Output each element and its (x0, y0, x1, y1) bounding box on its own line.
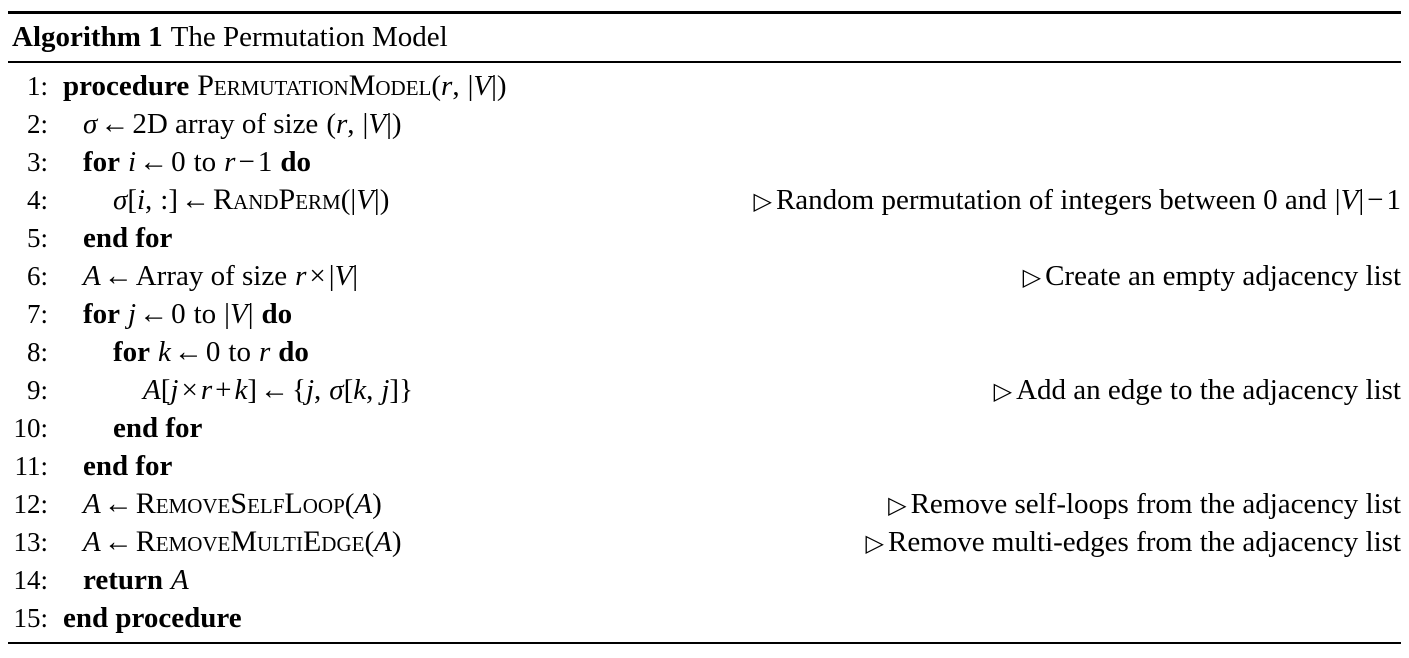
line-code: A←RemoveSelfLoop(A) (83, 487, 382, 520)
line-number: 1: (26, 71, 48, 101)
algorithm-label: Algorithm 1 (12, 21, 163, 53)
line-code: end for (83, 222, 173, 254)
line-comment: ▷Random permutation of integers between … (753, 184, 1401, 216)
algorithm-line: 2: σ←2D array of size(r,|V|) (8, 105, 1401, 143)
bottom-rule (8, 642, 1401, 644)
algorithm-title: The Permutation Model (170, 21, 448, 53)
algorithm-line: 12: A←RemoveSelfLoop(A) ▷Remove self-loo… (8, 485, 1401, 523)
algorithm-line: 10: end for (8, 409, 1401, 447)
line-number: 5: (26, 223, 48, 253)
line-number: 3: (26, 147, 48, 177)
line-number: 4: (26, 185, 48, 215)
line-comment: ▷Remove multi-edges from the adjacency l… (865, 526, 1401, 558)
algorithm-line: 5: end for (8, 219, 1401, 257)
line-comment: ▷Remove self-loops from the adjacency li… (888, 488, 1401, 520)
algorithm-line: 11: end for (8, 447, 1401, 485)
line-number: 11: (14, 451, 49, 481)
line-comment: ▷Add an edge to the adjacency list (993, 374, 1401, 406)
line-number: 9: (26, 375, 48, 405)
caption-rule (8, 61, 1401, 63)
algorithm-line: 15: end procedure (8, 599, 1401, 637)
top-rule (8, 11, 1401, 14)
line-number: 13: (13, 527, 48, 557)
algorithm-line: 9: A[j×r+k]←{j,σ[k,j]} ▷Add an edge to t… (8, 371, 1401, 409)
line-comment: ▷Create an empty adjacency list (1022, 260, 1401, 292)
line-number: 14: (13, 565, 48, 595)
line-number: 8: (26, 337, 48, 367)
line-number: 7: (26, 299, 48, 329)
line-code: A[j×r+k]←{j,σ[k,j]} (143, 374, 413, 406)
line-code: σ←2D array of size(r,|V|) (83, 108, 402, 140)
algorithm-line: 13: A←RemoveMultiEdge(A) ▷Remove multi-e… (8, 523, 1401, 561)
line-number: 12: (13, 489, 48, 519)
line-number: 2: (26, 109, 48, 139)
line-code: end for (83, 450, 173, 482)
line-number: 6: (26, 261, 48, 291)
line-code: A←RemoveMultiEdge(A) (83, 525, 402, 558)
line-number: 15: (13, 603, 48, 633)
line-code: end procedure (63, 602, 242, 634)
algorithm-line: 4: σ[i,:]←RandPerm(|V|) ▷Random permutat… (8, 181, 1401, 219)
line-number: 10: (13, 413, 48, 443)
line-code: σ[i,:]←RandPerm(|V|) (113, 183, 390, 216)
line-code: end for (113, 412, 203, 444)
